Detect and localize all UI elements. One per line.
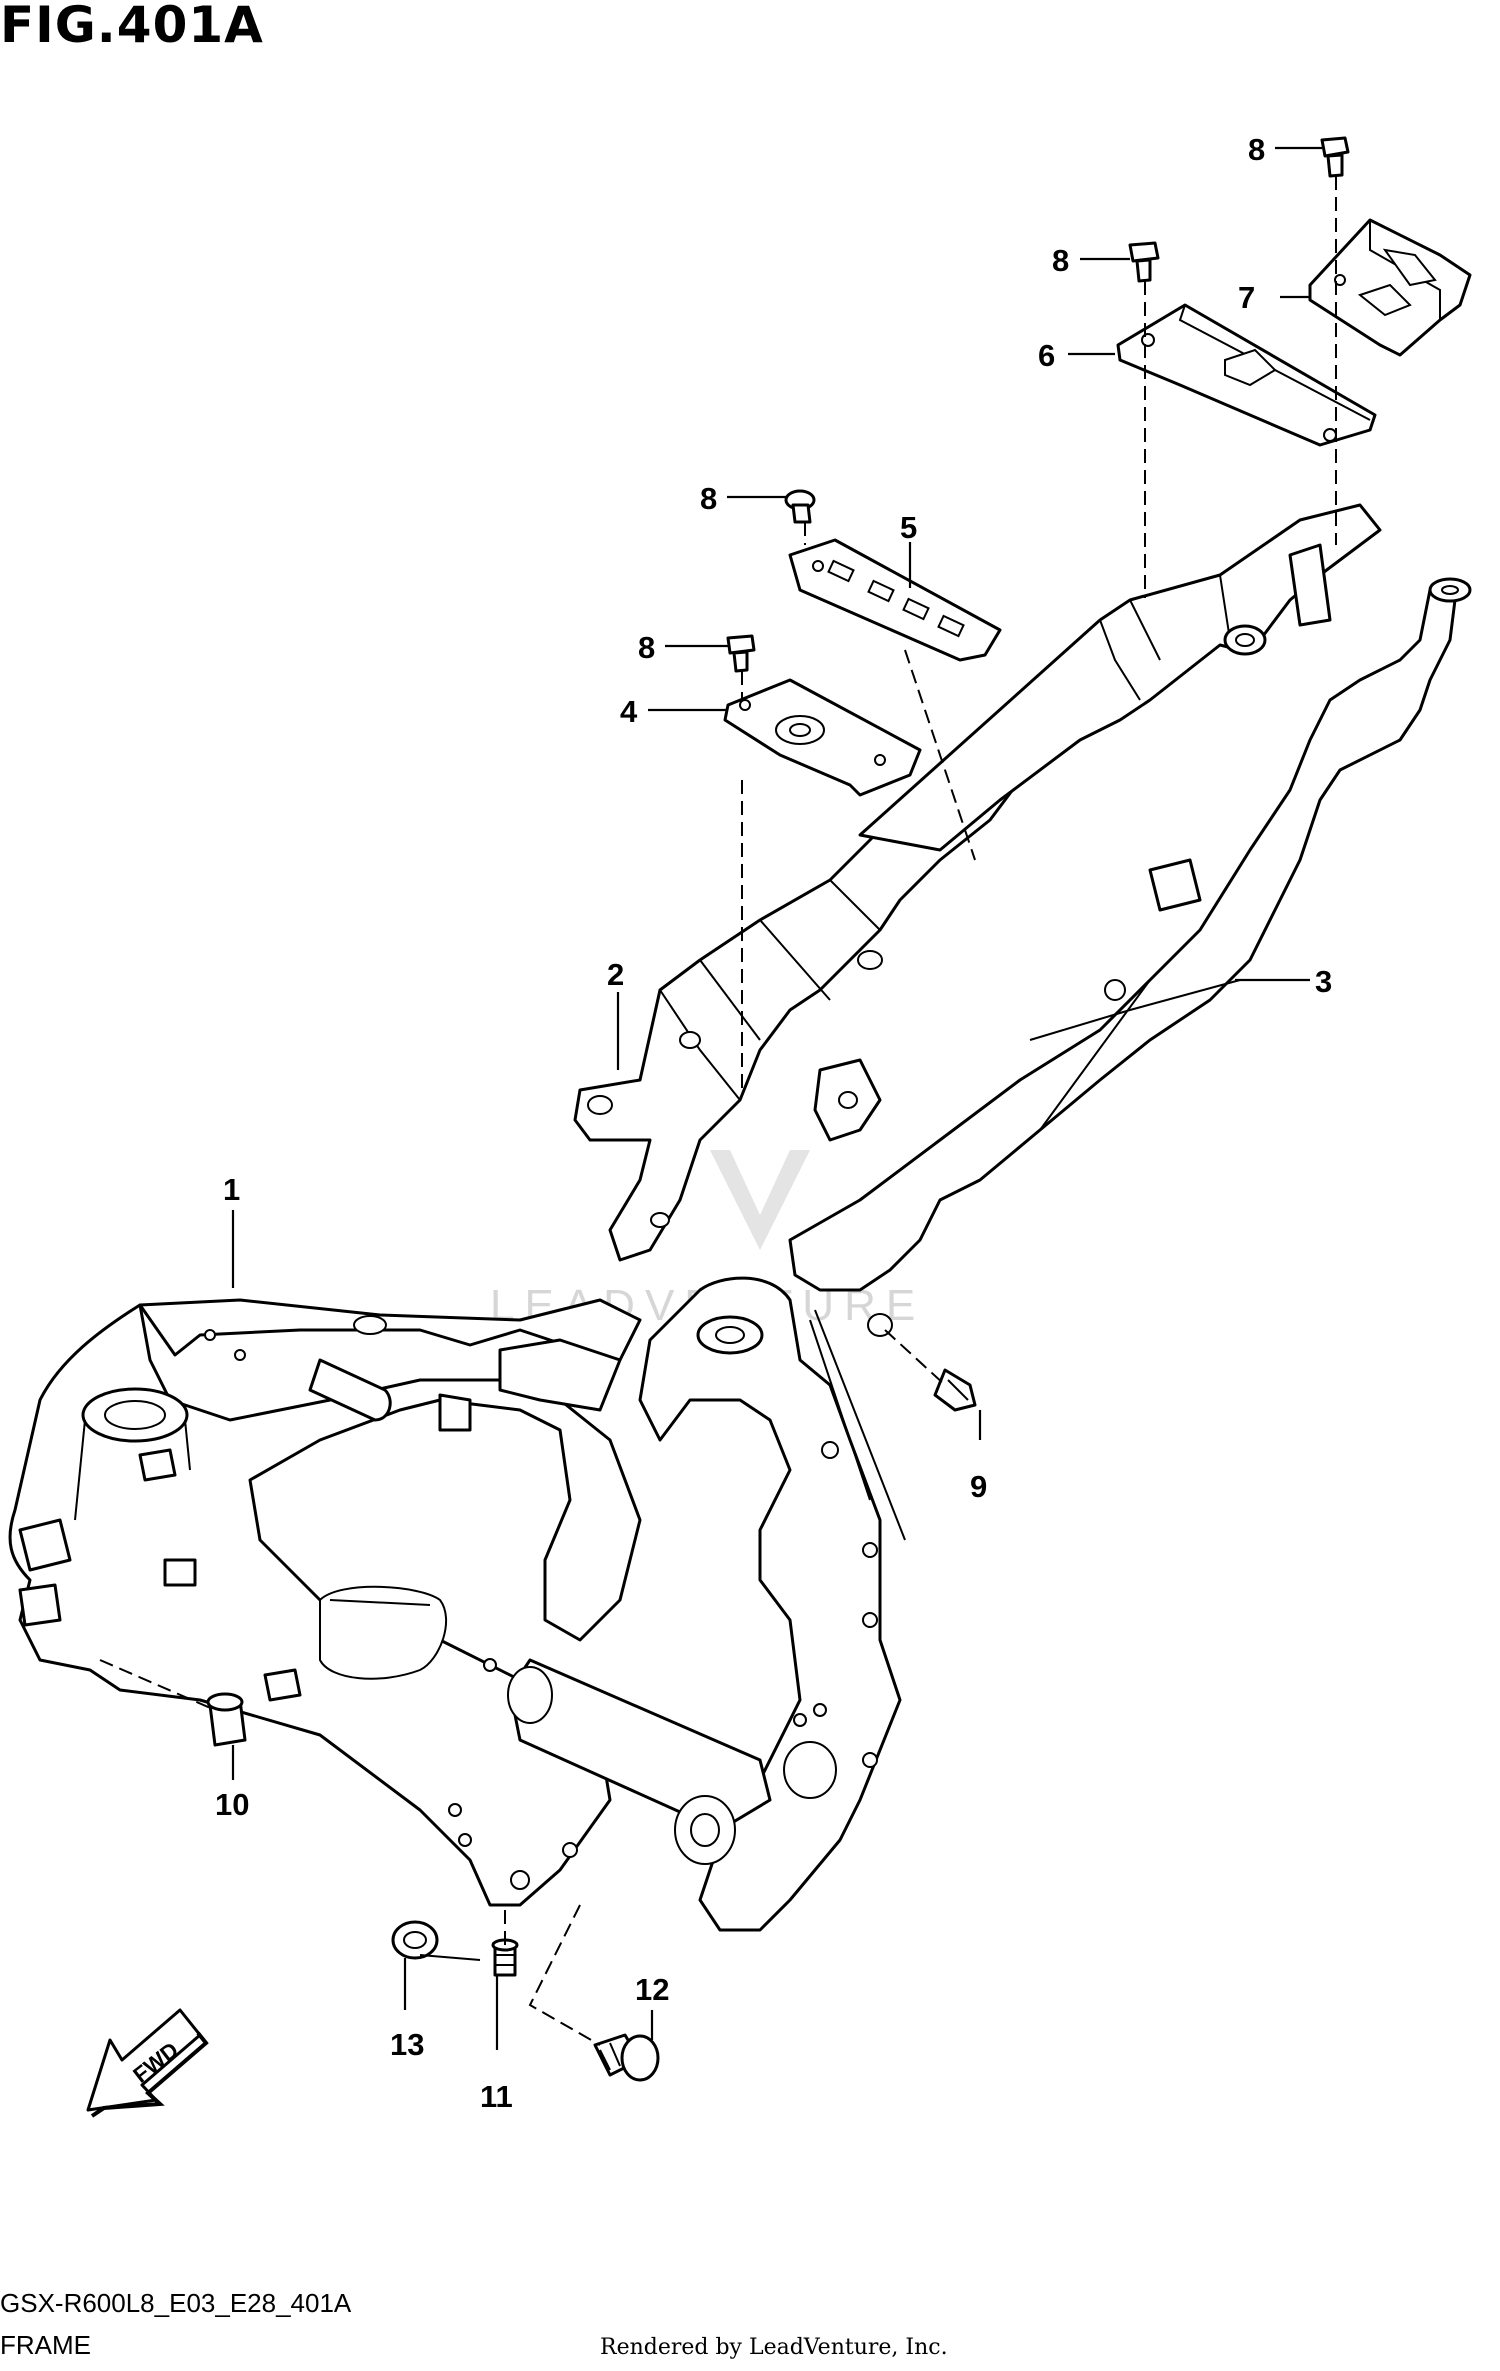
callout-12: 12	[635, 1972, 669, 2007]
callout-3: 3	[1315, 964, 1332, 999]
part-2-center-bracket	[573, 503, 1382, 1262]
part-3-seat-rail	[788, 577, 1472, 1337]
callout-8a: 8	[1248, 132, 1265, 167]
figure-name: FRAME	[0, 2330, 91, 2360]
main-frame	[8, 1276, 902, 1932]
bolt-8d-icon	[726, 634, 756, 673]
callout-8b: 8	[1052, 243, 1069, 278]
render-credit: Rendered by LeadVenture, Inc.	[600, 2335, 948, 2360]
part-7-bracket	[1308, 218, 1472, 357]
bolt-12-icon	[593, 2033, 660, 2082]
collar-10-icon	[206, 1692, 247, 1747]
callout-8c: 8	[700, 481, 717, 516]
callout-10: 10	[215, 1787, 249, 1822]
figure-title: FIG.401A	[0, 0, 264, 54]
part-6-plate	[1116, 303, 1377, 447]
bolt-11-icon	[491, 1938, 519, 1977]
bolt-9-icon	[933, 1368, 977, 1412]
callout-leaders	[231, 146, 1322, 2050]
callout-13: 13	[390, 2027, 424, 2062]
alignment-lines	[99, 176, 1337, 2046]
fwd-arrow-icon: FWD	[86, 2008, 209, 2118]
callout-1: 1	[223, 1172, 240, 1207]
figure-code: GSX-R600L8_E03_E28_401A	[0, 2288, 352, 2318]
callout-2: 2	[607, 957, 624, 992]
callout-8d: 8	[638, 630, 655, 665]
part-4-plate	[723, 678, 922, 797]
callout-5: 5	[900, 510, 917, 545]
callout-11: 11	[480, 2079, 513, 2114]
bolt-8a-icon	[1320, 136, 1350, 178]
callout-4: 4	[620, 694, 638, 729]
bolt-8b-icon	[1128, 241, 1160, 283]
callout-9: 9	[970, 1469, 987, 1504]
callout-7: 7	[1238, 280, 1255, 315]
bolt-8c-icon	[784, 489, 816, 524]
callout-6: 6	[1038, 338, 1055, 373]
grommet-13-icon	[391, 1920, 439, 1960]
callout-labels: 1 2 3 4 5 6 7 8 8 8 8 9 10 11 12 13	[215, 132, 1332, 2114]
part-5-plate	[788, 538, 1002, 662]
